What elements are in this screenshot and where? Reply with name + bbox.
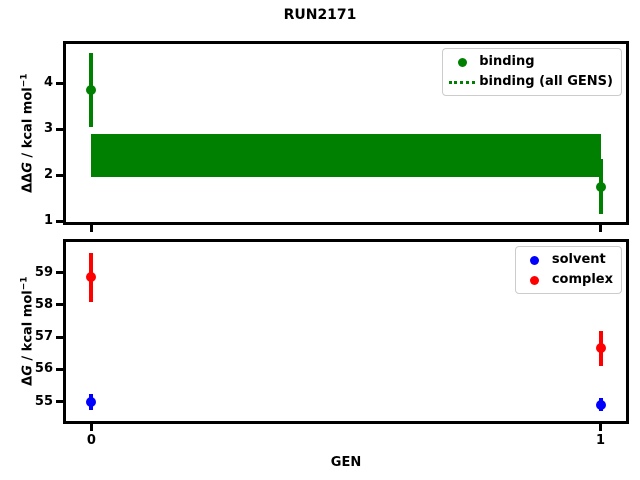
y-tick — [56, 127, 63, 131]
legend-bottom: solvent complex — [514, 246, 622, 294]
y-tick-label: 1 — [43, 213, 53, 229]
binding-data-point — [595, 181, 606, 192]
y-tick-label: 2 — [43, 167, 53, 183]
legend-item-solvent: solvent — [518, 250, 613, 270]
legend-item-binding: binding — [445, 52, 613, 72]
plot-frame-bottom: 55 56 57 58 59 0 1 solvent complex — [35, 239, 629, 448]
legend-circle-marker-icon — [518, 255, 552, 265]
y-tick-label: 4 — [43, 75, 53, 91]
legend-circle-marker-icon — [445, 57, 479, 67]
plot-area-top: 1 2 3 4 — [44, 44, 626, 232]
y-tick — [56, 271, 63, 275]
y-tick — [56, 219, 63, 223]
y-tick — [56, 335, 63, 339]
legend-item-binding-all-gens-: binding (all GENS) — [445, 72, 613, 92]
x-tick — [599, 424, 603, 431]
uncertainty-band — [91, 133, 601, 178]
y-tick — [56, 303, 63, 307]
y-tick — [56, 367, 63, 371]
y-tick-label: 57 — [34, 329, 53, 345]
x-tick — [599, 225, 603, 232]
plot-frame-top: 1 2 3 4 binding binding (all GENS) — [44, 41, 629, 232]
legend-label: binding (all GENS) — [479, 74, 613, 89]
y-tick — [56, 81, 63, 85]
legend-top: binding binding (all GENS) — [442, 48, 622, 96]
y-tick — [56, 400, 63, 404]
y-tick-label: 56 — [34, 361, 53, 377]
x-tick-label: 1 — [596, 433, 606, 448]
y-tick-label: 59 — [34, 264, 53, 280]
binding-data-point — [86, 84, 97, 95]
complex-data-point — [86, 272, 97, 283]
legend-item-complex: complex — [518, 270, 613, 290]
solvent-data-point — [86, 396, 97, 407]
complex-data-point — [595, 343, 606, 354]
legend-label: complex — [551, 272, 613, 287]
legend-label: solvent — [551, 252, 606, 267]
x-tick — [89, 225, 93, 232]
legend-circle-marker-icon — [518, 275, 552, 285]
legend-dotted-line-icon — [445, 80, 479, 84]
y-tick-label: 58 — [34, 296, 53, 312]
plot-area-bottom: 55 56 57 58 59 0 1 — [35, 242, 626, 448]
x-tick — [89, 424, 93, 431]
solvent-data-point — [595, 399, 606, 410]
x-axis-label: GEN — [330, 455, 362, 470]
y-tick — [56, 173, 63, 177]
y-tick-label: 3 — [43, 121, 53, 137]
figure-title: RUN2171 — [283, 7, 357, 23]
y-tick-label: 55 — [34, 393, 53, 409]
x-tick-label: 0 — [86, 433, 96, 448]
legend-label: binding — [479, 54, 535, 69]
